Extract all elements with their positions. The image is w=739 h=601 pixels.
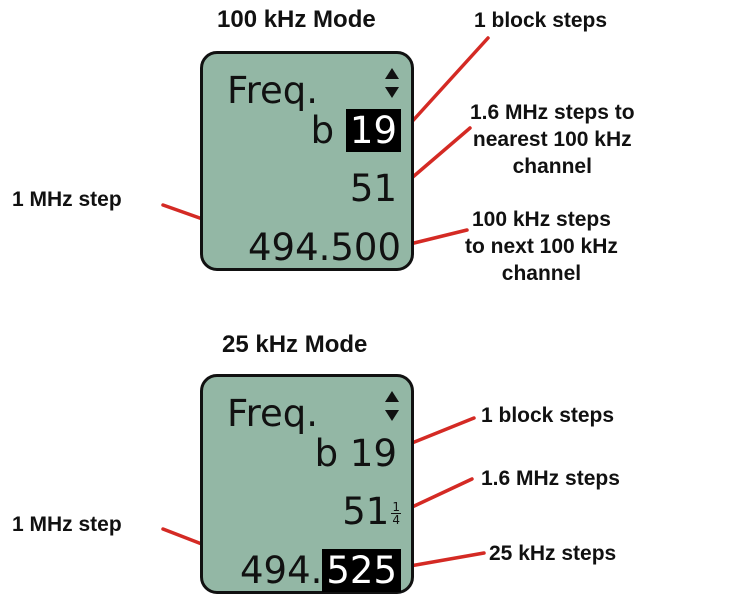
freq-label: Freq. [227,69,319,112]
annotation-bottom-fine: 25 kHz steps [489,542,617,565]
frequency-readout: 494.500 [247,226,401,269]
annotation-top-fine: 100 kHz steps to next 100 kHz channel [465,208,618,285]
annotation-top-channel: 1.6 MHz steps to nearest 100 kHz channel [470,101,635,178]
annotation-top-block: 1 block steps [474,9,608,32]
frequency-readout: 494.525 [239,549,401,592]
leader-bottom-fine [408,551,486,568]
leader-top-fine [408,228,469,246]
up-down-arrow-icon [385,68,399,98]
lcd-panel-100khz: Freq. b 19 51 494.500 [200,51,414,271]
block-prefix: b [310,109,335,152]
title-25khz-mode: 25 kHz Mode [222,331,368,358]
annotation-bottom-channel: 1.6 MHz steps [481,467,620,490]
block-readout: b 19 [310,109,401,152]
up-down-arrow-icon [385,391,399,421]
annotation-bottom-mhz: 1 MHz step [12,513,122,536]
title-100khz-mode: 100 kHz Mode [217,6,376,33]
leader-bottom-channel [408,477,474,510]
freq-label: Freq. [227,392,319,435]
block-readout: b 19 [314,432,397,475]
channel-readout: 51 [349,167,397,210]
channel-value: 51 [342,490,390,533]
frequency-decimal-highlight: 525 [322,549,401,592]
annotation-top-mhz: 1 MHz step [12,188,122,211]
annotation-bottom-block: 1 block steps [481,404,615,427]
frequency-integer: 494. [239,549,323,592]
block-value-highlight: 19 [345,109,401,152]
